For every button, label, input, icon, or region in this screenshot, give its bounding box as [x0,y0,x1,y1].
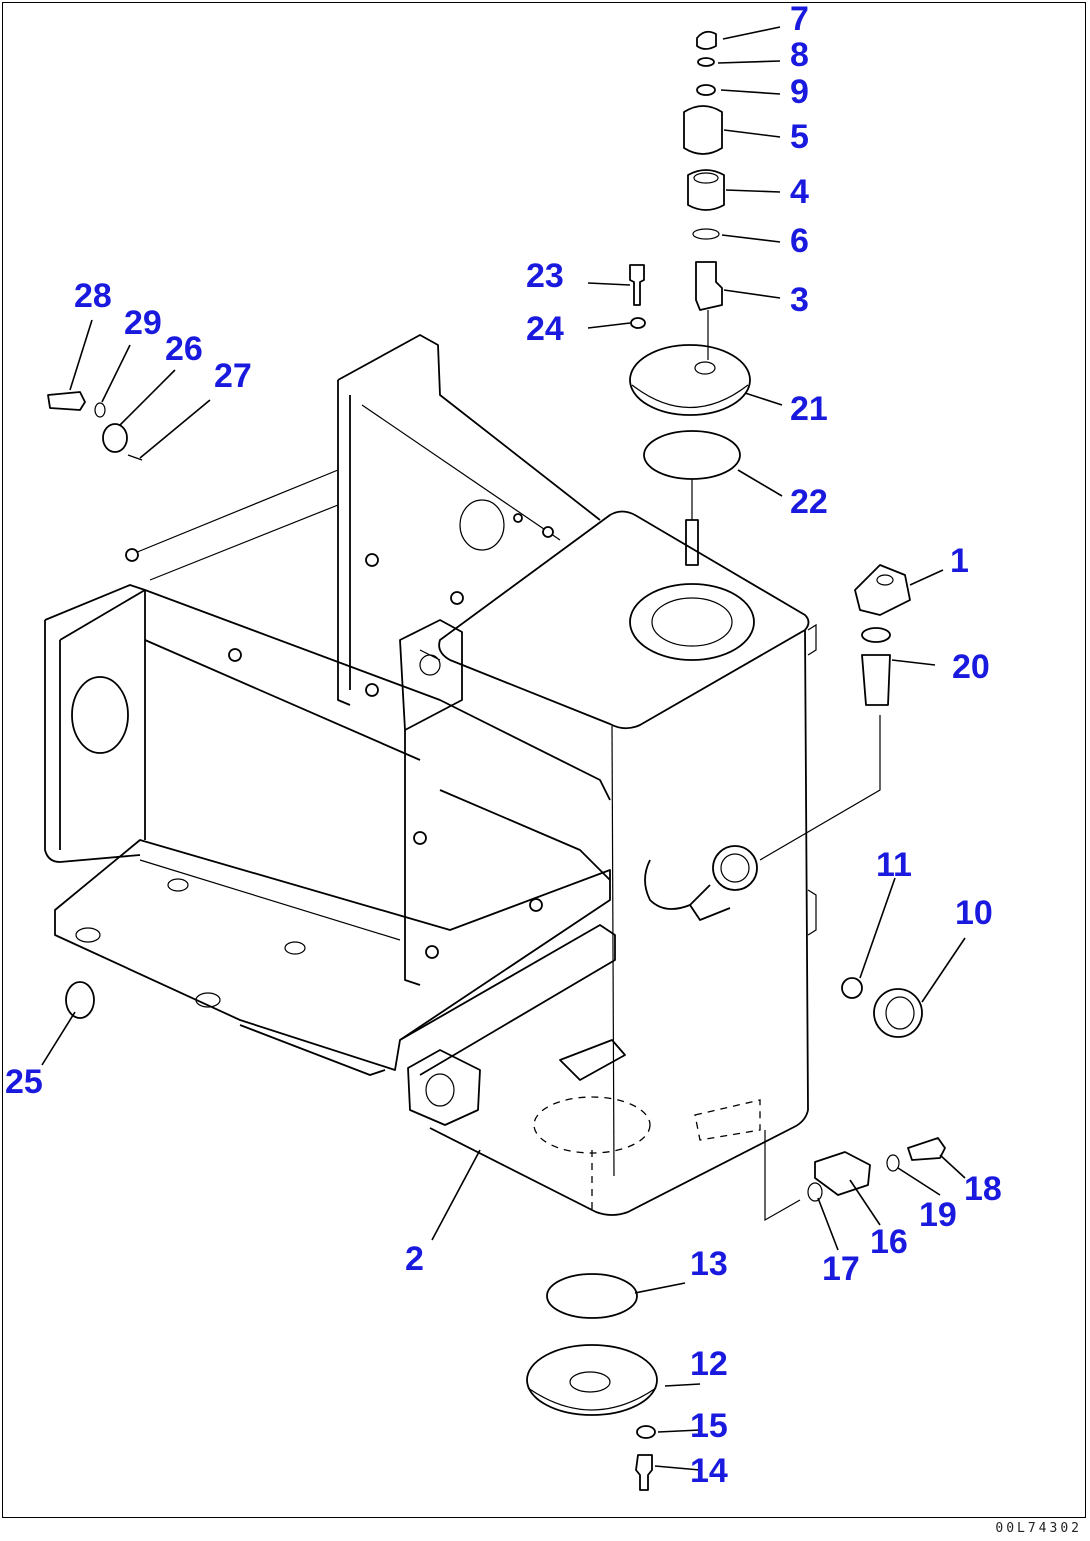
part-number-15: 15 [690,1407,728,1445]
part-number-6: 6 [790,222,809,260]
part-number-18: 18 [964,1170,1002,1208]
part-number-4: 4 [790,173,809,211]
part-number-24: 24 [526,310,564,348]
part-number-28: 28 [74,277,112,315]
part-number-26: 26 [165,330,203,368]
part-number-25: 25 [5,1063,43,1101]
part-number-16: 16 [870,1223,908,1261]
part-number-29: 29 [124,304,162,342]
part-number-11: 11 [876,846,912,884]
part-number-27: 27 [214,357,252,395]
part-number-5: 5 [790,118,809,156]
part-number-22: 22 [790,483,828,521]
drawing-frame [2,2,1086,1518]
part-number-19: 19 [919,1196,957,1234]
part-number-17: 17 [822,1250,860,1288]
part-number-20: 20 [952,648,990,686]
exploded-components [47,30,946,1491]
part-number-13: 13 [690,1245,728,1283]
part-number-12: 12 [690,1345,728,1383]
part-number-7: 7 [790,0,809,38]
part-number-8: 8 [790,36,809,74]
drawing-code: 00L74302 [995,1521,1082,1536]
part-number-callouts: 7 8 9 5 4 6 3 21 22 23 24 1 20 11 10 2 1… [5,0,1002,1490]
part-number-9: 9 [790,73,809,111]
leader-lines [41,26,966,1471]
part-number-2: 2 [405,1240,424,1278]
part-number-23: 23 [526,257,564,295]
part-number-21: 21 [790,390,828,428]
part-number-14: 14 [690,1452,728,1490]
part-number-1: 1 [950,542,969,580]
part-number-10: 10 [955,894,993,932]
tank-and-frame-artwork [44,334,881,1222]
part-number-3: 3 [790,281,809,319]
